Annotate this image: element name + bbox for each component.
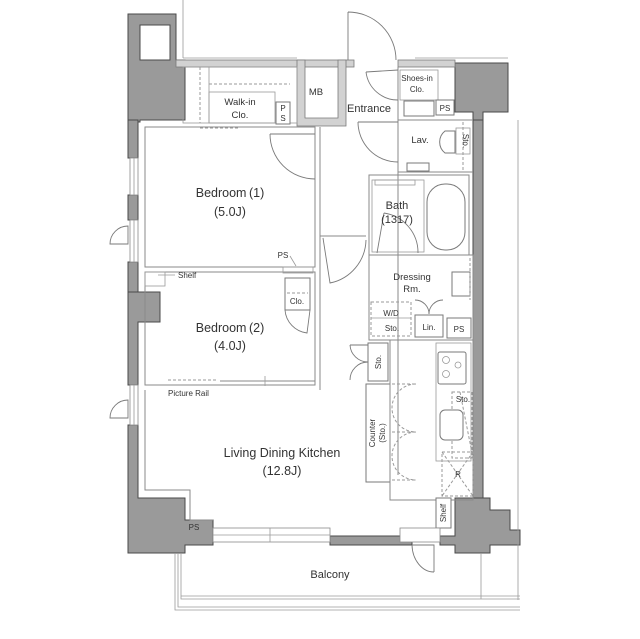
bedroom1-name: Bedroom (1) (196, 186, 265, 200)
wd-label: W/D (383, 309, 399, 318)
ps-walkin-s: S (280, 114, 285, 123)
sto-wd: Sto. (385, 324, 399, 333)
ps-bedroom: PS (278, 251, 289, 260)
lin-label: Lin. (423, 323, 436, 332)
ps-ldk: PS (189, 523, 200, 532)
shoes-line2: Clo. (410, 85, 424, 94)
lav-label: Lav. (411, 135, 428, 146)
bath-size: (1317) (381, 214, 413, 226)
dressing-line2: Rm. (403, 284, 420, 295)
sto-kitchen: Sto. (456, 395, 470, 404)
fridge-label: R (455, 470, 461, 479)
picture-rail-label: Picture Rail (168, 389, 209, 398)
sto-hall: Sto. (374, 355, 383, 369)
balcony-label: Balcony (310, 569, 350, 581)
room-labels: Bedroom (1) (5.0J) Bedroom (2) (4.0J) Li… (196, 74, 433, 581)
ldk-name: Living Dining Kitchen (224, 446, 341, 460)
partition-walls (175, 59, 456, 127)
walkin-line2: Clo. (232, 110, 249, 121)
bedroom2-size: (4.0J) (214, 339, 246, 353)
ldk-size: (12.8J) (263, 464, 302, 478)
bath-name: Bath (386, 200, 409, 212)
shoes-line1: Shoes-in (401, 74, 433, 83)
ps-dressing: PS (454, 325, 465, 334)
shelf-bedroom2: Shelf (178, 271, 197, 280)
mb-label: MB (309, 87, 323, 98)
bedroom2-name: Bedroom (2) (196, 321, 265, 335)
ps-walkin-p: P (280, 104, 285, 113)
dressing-line1: Dressing (393, 272, 431, 283)
counter-sto-label: (Sto.) (378, 423, 387, 443)
interior-lines (109, 0, 520, 611)
fixture-labels: P S PS PS PS PS Sto. W/D Sto. Lin. Sto. … (168, 104, 470, 532)
clo-bedroom2: Clo. (290, 297, 304, 306)
shelf-kitchen: Shelf (439, 503, 448, 522)
bedroom1-size: (5.0J) (214, 205, 246, 219)
entrance-label: Entrance (347, 103, 391, 115)
counter-label: Counter (368, 418, 377, 447)
ps-shoes: PS (440, 104, 451, 113)
walkin-line1: Walk-in (224, 97, 255, 108)
sto-lav: Sto. (461, 134, 470, 148)
